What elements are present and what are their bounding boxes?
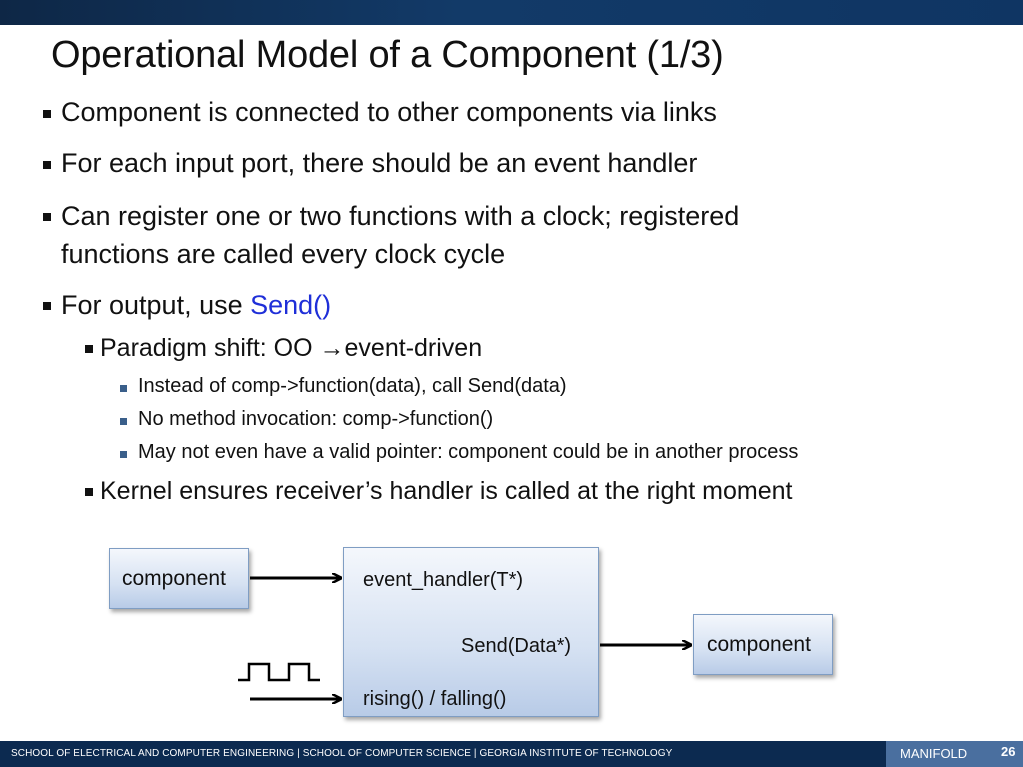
- bullet-marker: [43, 302, 51, 310]
- slide-title: Operational Model of a Component (1/3): [51, 34, 724, 76]
- sub-bullet-marker: [85, 345, 93, 353]
- left-component-label: component: [122, 567, 226, 590]
- subsub-bullet-marker: [120, 418, 127, 425]
- left-component-box: component: [109, 548, 249, 609]
- right-arrow-icon: →: [319, 334, 345, 362]
- subsub-bullet-pointer: May not even have a valid pointer: compo…: [138, 441, 799, 463]
- bullet-event-handler: For each input port, there should be an …: [61, 148, 698, 178]
- bullet-marker: [43, 213, 51, 221]
- footer-bar: [0, 741, 1023, 767]
- send-label: Send(Data*): [461, 635, 572, 657]
- right-component-label: component: [707, 633, 811, 656]
- page-number: 26: [1001, 744, 1016, 759]
- right-component-box: component: [693, 614, 833, 675]
- top-header-bar: [0, 0, 1023, 25]
- subsub-bullet-no-method: No method invocation: comp->function(): [138, 408, 494, 430]
- bullet-clock-line2: functions are called every clock cycle: [61, 239, 506, 269]
- bullet-marker: [43, 110, 51, 118]
- event-handler-label: event_handler(T*): [363, 569, 524, 591]
- clock-waveform-icon: [238, 662, 320, 682]
- bullet-links: Component is connected to other componen…: [61, 97, 717, 127]
- footer-project-block: [886, 741, 1023, 767]
- paradigm-prefix: Paradigm shift: OO: [100, 334, 320, 362]
- paradigm-suffix: event-driven: [344, 334, 483, 362]
- sub-bullet-paradigm: Paradigm shift: OO →event-driven: [100, 332, 482, 364]
- bullet-marker: [43, 161, 51, 169]
- subsub-bullet-send-data: Instead of comp->function(data), call Se…: [138, 375, 567, 397]
- event-handler-box: event_handler(T*) Send(Data*) rising() /…: [343, 547, 599, 717]
- sub-bullet-marker: [85, 488, 93, 496]
- footer-affiliation: SCHOOL OF ELECTRICAL AND COMPUTER ENGINE…: [11, 748, 673, 759]
- subsub-bullet-marker: [120, 385, 127, 392]
- subsub-bullet-marker: [120, 451, 127, 458]
- bullet-output-prefix: For output, use: [61, 290, 251, 320]
- bullet-clock-line1: Can register one or two functions with a…: [61, 201, 740, 231]
- sub-bullet-kernel: Kernel ensures receiver’s handler is cal…: [100, 477, 793, 505]
- send-function-highlight: Send(): [250, 290, 332, 320]
- bullet-output: For output, use Send(): [61, 287, 331, 323]
- clock-callbacks-label: rising() / falling(): [363, 688, 507, 710]
- footer-project-name: MANIFOLD: [900, 746, 968, 761]
